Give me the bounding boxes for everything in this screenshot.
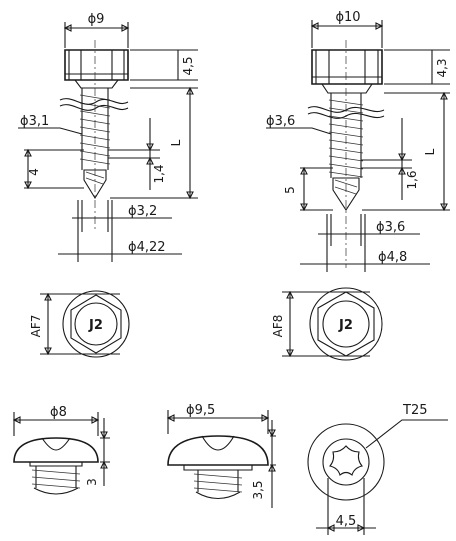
drill-diameter-label: ϕ3,2 [128,204,157,219]
tip-length-label: 5 [283,186,297,194]
screw-small-dimensions: ϕ9 4,5 L ϕ3,1 4 1,4 ϕ3,2 ϕ4,22 [18,12,198,262]
pan-diameter-label: ϕ8 [50,405,67,420]
thread-diameter-label: ϕ4,8 [378,250,407,265]
torx-drive-view: T25 4,5 [307,403,448,535]
length-label: L [169,139,183,146]
screw-large-profile [307,40,385,268]
shank-diameter-label: ϕ3,6 [266,114,295,129]
pan-head-large: ϕ9,5 3,5 [166,403,276,508]
drill-diameter-label: ϕ3,6 [376,220,405,235]
torx-width-label: 4,5 [336,514,357,529]
pan-head-small: ϕ8 3 [12,405,110,495]
length-label: L [423,148,437,155]
drill-length-label: 1,4 [152,164,166,183]
hex-head-small-view: AF7 J2 [29,290,130,358]
head-diameter-label: ϕ9 [88,12,105,27]
head-marking: J2 [88,318,103,333]
shank-diameter-label: ϕ3,1 [20,114,49,129]
across-flats-label: AF7 [29,315,43,338]
drill-length-label: 1,6 [405,170,419,189]
pan-height-label: 3 [85,478,99,486]
head-height-label: 4,5 [181,56,195,75]
torx-drive-label: T25 [402,403,427,418]
pan-height-label: 3,5 [251,480,265,499]
head-height-label: 4,3 [435,58,449,77]
pan-diameter-label: ϕ9,5 [186,403,215,418]
screw-large-dimensions: ϕ10 4,3 L ϕ3,6 5 1,6 ϕ3,6 ϕ4,8 [266,10,450,272]
head-marking: J2 [338,318,353,333]
across-flats-label: AF8 [271,315,285,338]
head-diameter-label: ϕ10 [335,10,360,25]
thread-diameter-label: ϕ4,22 [128,240,166,255]
screw-small-profile [59,40,129,230]
tip-length-label: 4 [27,168,41,176]
hex-head-large-view: AF8 J2 [271,287,383,361]
